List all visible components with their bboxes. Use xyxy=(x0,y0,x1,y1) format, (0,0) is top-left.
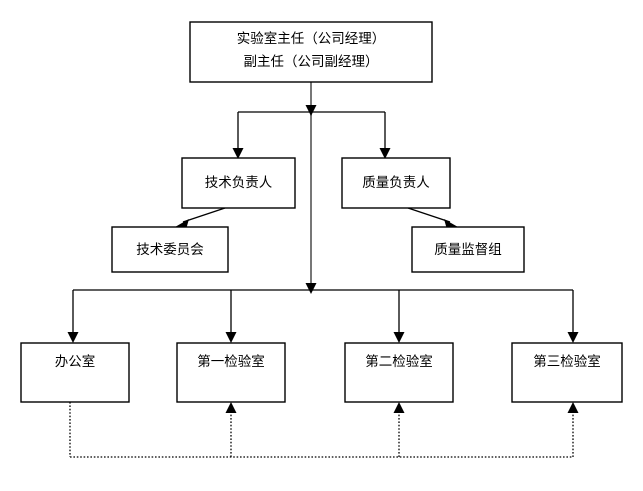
connector-tech-leader-to-committee xyxy=(175,207,226,230)
node-lab-two[interactable]: 第二检验室 xyxy=(344,342,454,403)
node-quality-supervision-label: 质量监督组 xyxy=(434,242,502,258)
node-quality-leader[interactable]: 质量负责人 xyxy=(341,157,451,209)
connector-director-trunk xyxy=(305,82,317,294)
node-quality-supervision[interactable]: 质量监督组 xyxy=(411,226,525,273)
node-lab-one-label: 第一检验室 xyxy=(197,353,265,370)
connector-department-bar xyxy=(67,289,579,343)
connector-director-to-leaders xyxy=(232,111,391,159)
node-tech-leader[interactable]: 技术负责人 xyxy=(181,157,296,209)
node-office-label: 办公室 xyxy=(55,353,96,370)
node-lab-three-label: 第三检验室 xyxy=(533,353,601,370)
node-director[interactable]: 实验室主任（公司经理） 副主任（公司副经理） xyxy=(189,21,433,83)
node-lab-one[interactable]: 第一检验室 xyxy=(176,342,286,403)
connector-office-feedback-dotted xyxy=(69,402,579,458)
node-office[interactable]: 办公室 xyxy=(20,342,130,403)
node-lab-two-label: 第二检验室 xyxy=(365,353,433,370)
connector-quality-leader-to-supervision xyxy=(407,207,458,230)
node-tech-leader-label: 技术负责人 xyxy=(205,175,273,191)
node-tech-committee[interactable]: 技术委员会 xyxy=(111,226,229,273)
node-director-label-line1: 实验室主任（公司经理） xyxy=(237,30,386,47)
node-lab-three[interactable]: 第三检验室 xyxy=(511,342,623,403)
node-quality-leader-label: 质量负责人 xyxy=(362,175,430,191)
node-tech-committee-label: 技术委员会 xyxy=(136,242,204,258)
node-director-label-line2: 副主任（公司副经理） xyxy=(244,54,379,70)
